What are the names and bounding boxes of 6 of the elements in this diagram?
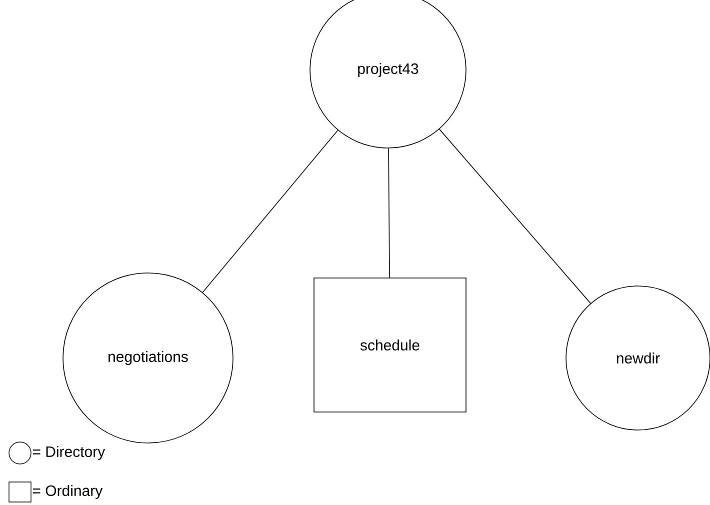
connector-line	[439, 128, 591, 304]
legend-text: = Directory	[32, 446, 106, 460]
connector-line	[388, 148, 390, 278]
connector-line	[202, 130, 338, 293]
file-box: schedule	[314, 278, 466, 412]
legend-text: = Ordinary	[32, 485, 103, 499]
